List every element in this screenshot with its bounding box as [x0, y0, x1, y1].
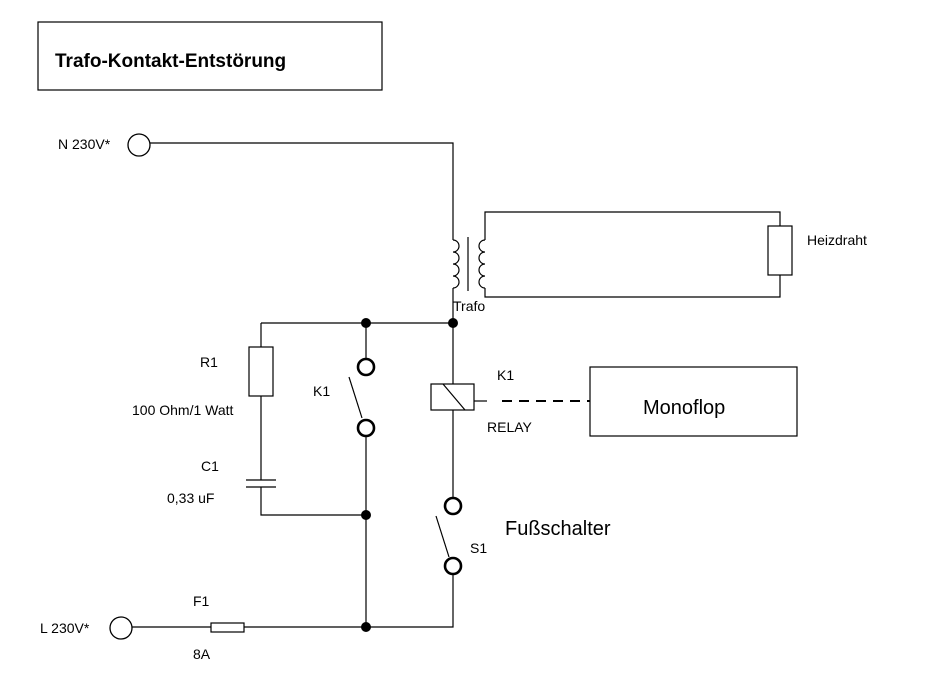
k1-terminal-bottom — [356, 418, 376, 438]
s1-contact-blade — [435, 515, 450, 558]
secondary-wire-top — [484, 211, 781, 240]
r1-label: R1 — [200, 354, 218, 370]
monoflop-label: Monoflop — [643, 397, 725, 419]
s1-terminal-top — [443, 496, 463, 516]
page-title: Trafo-Kontakt-Entstörung — [55, 51, 286, 72]
n-terminal — [127, 133, 151, 157]
relay-label: K1 — [497, 367, 514, 383]
f1-label: F1 — [193, 593, 210, 609]
junction-dot — [361, 510, 371, 520]
k1-terminal-top — [356, 357, 376, 377]
c1-value: 0,33 uF — [167, 490, 214, 506]
n-terminal-label: N 230V* — [58, 136, 111, 152]
s1-wire-bottom — [366, 574, 454, 628]
snubber-wire-bottom — [260, 487, 366, 516]
f1-fuse — [210, 622, 245, 633]
c1-label: C1 — [201, 458, 219, 474]
s1-label: S1 — [470, 540, 487, 556]
s1-terminal-bottom — [443, 556, 463, 576]
title-box — [37, 21, 383, 91]
heater-element — [767, 225, 793, 276]
l-terminal-label: L 230V* — [40, 620, 90, 636]
transformer-secondary-coil — [478, 239, 486, 289]
relay-coil-diagonal — [442, 383, 466, 411]
relay-coil — [430, 383, 475, 411]
f1-rating: 8A — [193, 646, 211, 662]
r1-resistor — [248, 346, 274, 397]
n-wire — [150, 142, 454, 240]
k1-contact-blade — [348, 376, 363, 419]
monoflop-box — [589, 366, 798, 437]
secondary-wire-bottom — [484, 275, 781, 298]
transformer — [452, 237, 486, 291]
heater-label: Heizdraht — [807, 232, 867, 248]
footswitch-label: Fußschalter — [505, 518, 611, 540]
transformer-primary-coil — [452, 239, 460, 289]
k1-contact-label: K1 — [313, 383, 330, 399]
l-terminal — [109, 616, 133, 640]
relay-type-label: RELAY — [487, 419, 533, 435]
transformer-label: Trafo — [453, 298, 485, 314]
r1-value: 100 Ohm/1 Watt — [132, 402, 234, 418]
